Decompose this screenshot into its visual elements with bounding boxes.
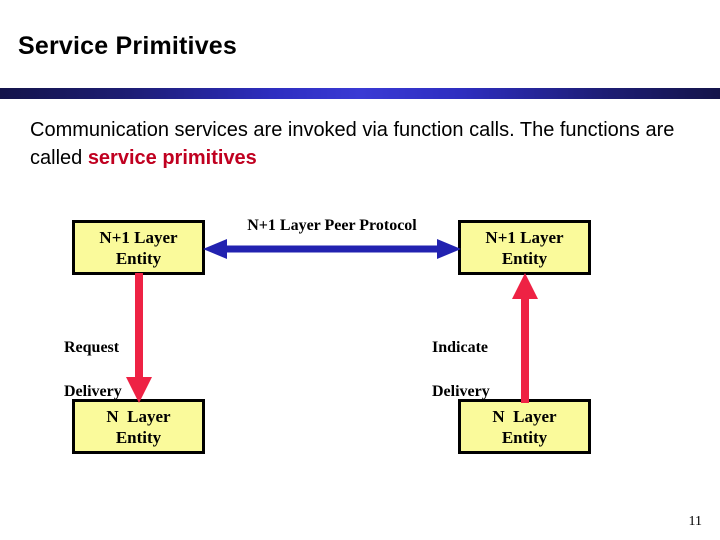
request-label-line2: Delivery: [64, 383, 122, 400]
entity-box-bottom-right-line2: Entity: [501, 427, 548, 447]
entity-box-bottom-right-line1: N Layer: [492, 406, 557, 426]
entity-box-top-right-line2: Entity: [501, 248, 548, 268]
peer-protocol-label: N+1 Layer Peer Protocol: [247, 217, 417, 234]
entity-box-top-left-line1: N+1 Layer: [99, 227, 178, 247]
entity-box-top-left: N+1 Layer Entity: [72, 220, 205, 275]
indicate-delivery-label: Indicate Delivery: [432, 315, 490, 425]
request-label-line1: Request: [64, 339, 120, 356]
page-number: 11: [688, 514, 702, 529]
indicate-delivery-arrow-up-icon: [512, 273, 538, 403]
body-paragraph: Communication services are invoked via f…: [30, 116, 690, 172]
entity-box-top-right-line1: N+1 Layer: [485, 227, 564, 247]
body-text-emphasis: service primitives: [87, 147, 257, 169]
service-primitives-diagram: N+1 Layer Entity N+1 Layer Entity N Laye…: [0, 195, 720, 485]
request-delivery-arrow-down-icon: [126, 273, 152, 403]
indicate-label-line1: Indicate: [432, 339, 488, 356]
indicate-label-line2: Delivery: [432, 383, 490, 400]
entity-box-bottom-left: N Layer Entity: [72, 399, 205, 454]
entity-box-bottom-right: N Layer Entity: [458, 399, 591, 454]
entity-box-top-left-line2: Entity: [115, 248, 162, 268]
title-divider-bar: [0, 88, 720, 99]
request-delivery-label: Request Delivery: [64, 315, 122, 425]
entity-box-top-right: N+1 Layer Entity: [458, 220, 591, 275]
entity-box-bottom-left-line2: Entity: [115, 427, 162, 447]
entity-box-bottom-left-line1: N Layer: [106, 406, 171, 426]
peer-protocol-arrow-icon: [203, 239, 461, 259]
page-title: Service Primitives: [18, 32, 238, 60]
body-text-normal: Communication services are invoked via f…: [30, 119, 675, 169]
